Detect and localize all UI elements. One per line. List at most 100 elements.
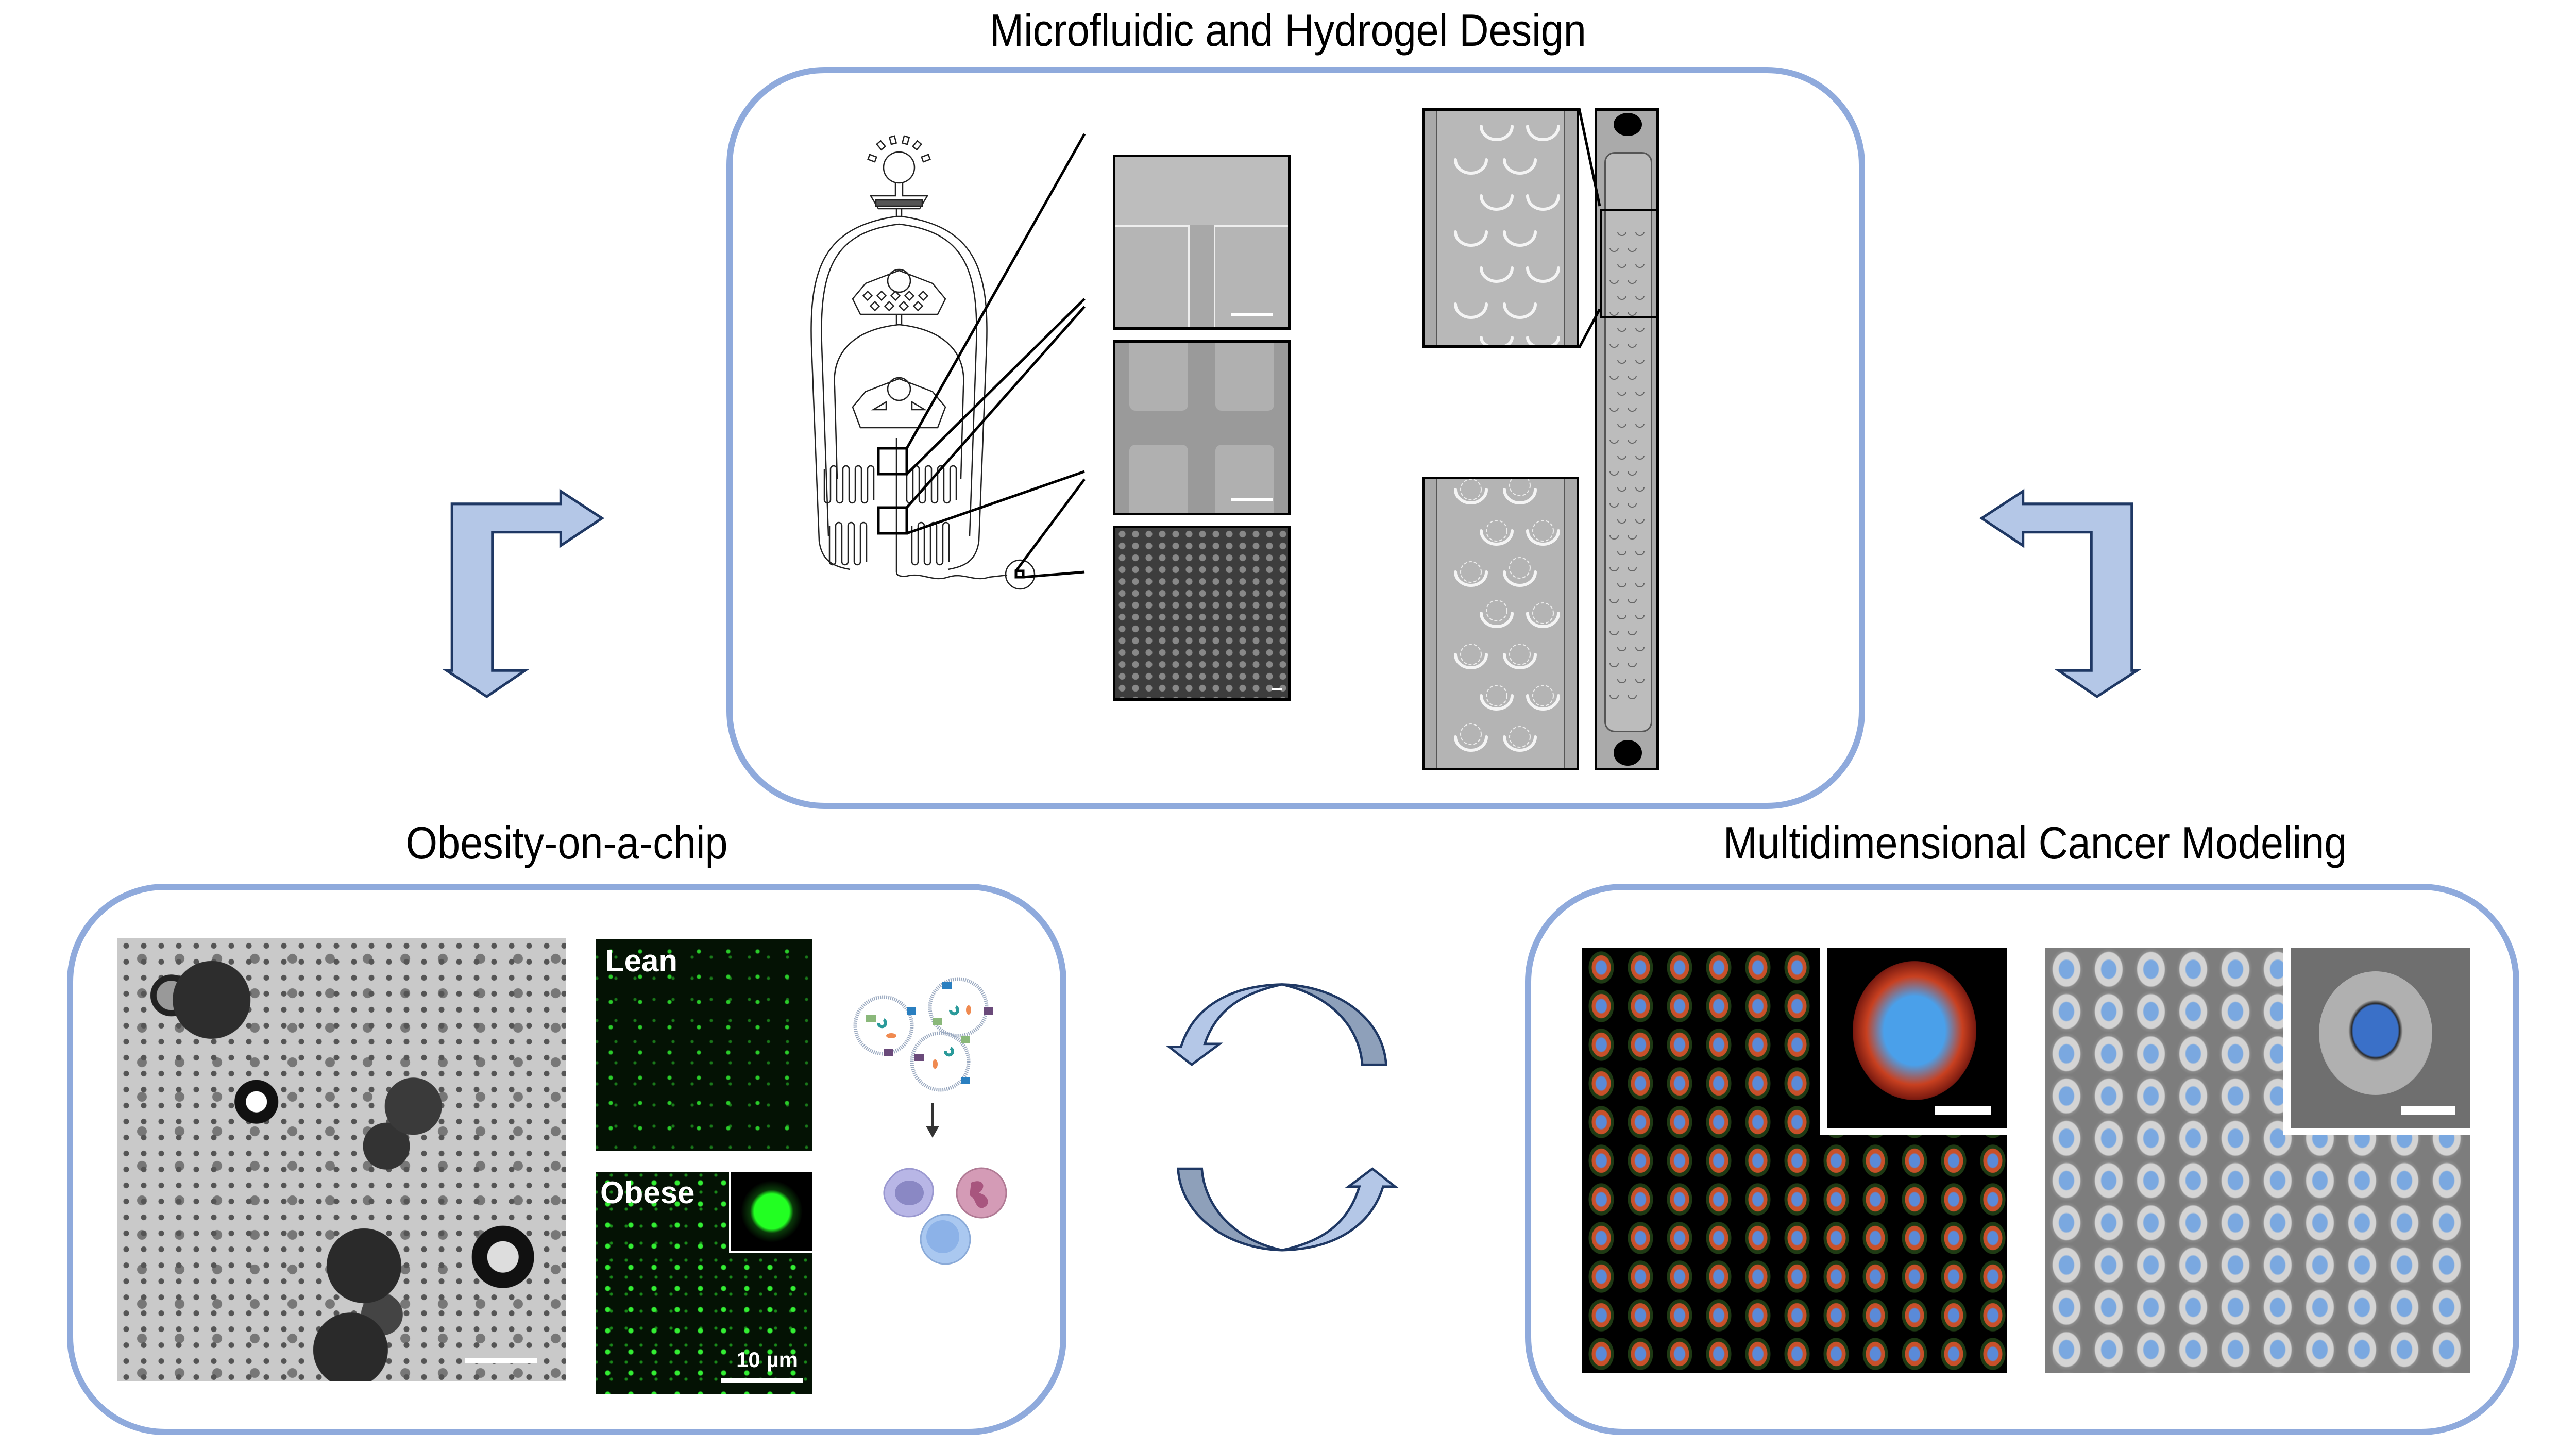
scale-bar [1231,498,1273,501]
scale-bar-label: 10 µm [736,1347,798,1372]
mini-u-trap [1617,327,1626,332]
lean-label: Lean [605,943,678,978]
micrograph-empty-u-traps [1422,108,1579,348]
mini-u-trap [1628,567,1637,571]
micrograph-adipose-tissue [117,938,566,1381]
mini-u-trap [1609,407,1619,412]
scale-bar [1231,313,1273,316]
mini-u-trap [1617,551,1626,555]
mini-u-trap [1609,247,1619,252]
mini-u-trap [1609,695,1619,699]
mini-u-trap [1617,295,1626,300]
scale-bar [2401,1106,2455,1115]
mini-u-trap [1635,455,1645,460]
mini-u-trap [1609,503,1619,508]
fluorescence-obese: Obese 10 µm [596,1172,812,1394]
outlet-port [1614,740,1642,766]
mini-u-trap [1617,615,1626,619]
zoom-box-1 [877,447,908,476]
mini-u-trap [1635,327,1645,332]
mini-u-trap [1628,311,1637,316]
mini-u-trap [1635,487,1645,492]
mini-u-trap [1628,407,1637,412]
zoom-region-box [1600,209,1656,318]
mini-u-trap [1628,599,1637,603]
mini-u-trap [1617,455,1626,460]
bent-arrow-left-down-icon [1979,488,2142,698]
mini-u-trap [1628,535,1637,540]
title-multidimensional-cancer-modeling: Multidimensional Cancer Modeling [1723,817,2347,868]
micrograph-loaded-u-traps [1422,477,1579,770]
mini-u-trap [1635,231,1645,236]
zoom-box-3 [1014,569,1025,579]
extracellular-vesicles-illustration [853,977,993,1092]
mini-u-trap [1635,391,1645,396]
mini-u-trap [1609,567,1619,571]
mini-u-trap [1628,503,1637,508]
mini-u-trap [1635,359,1645,364]
mini-u-trap [1628,439,1637,444]
mini-u-trap [1635,583,1645,587]
mini-u-trap [1635,647,1645,651]
mini-u-trap [1617,263,1626,268]
mini-u-trap [1628,663,1637,667]
mini-u-trap [1635,551,1645,555]
mini-u-trap [1628,471,1637,476]
mini-u-trap [1609,599,1619,603]
mini-u-trap [1609,471,1619,476]
micrograph-channel-cross [1113,340,1291,515]
mini-u-trap [1628,631,1637,635]
scale-bar [465,1358,537,1363]
mini-u-trap [1635,263,1645,268]
microfluidic-chip-schematic [810,133,1086,590]
vesicle-inset [729,1172,812,1253]
inlet-port [1614,113,1642,136]
micrograph-flow-focusing-junction [1113,155,1291,330]
single-microgel-brightfield-inset [2283,948,2470,1135]
mini-u-trap [1635,423,1645,428]
mini-u-trap [1635,615,1645,619]
mini-u-trap [1628,279,1637,284]
mini-u-trap [1609,663,1619,667]
bent-arrow-right-down-icon [442,488,605,698]
micrograph-packed-microgels [1113,526,1291,701]
mini-u-trap [1628,247,1637,252]
loaded-u-traps [1454,479,1560,752]
top-panel-frame [726,67,1865,809]
obese-label: Obese [600,1175,695,1210]
brightfield-microgel-array [2045,948,2470,1373]
mini-u-trap [1628,695,1637,699]
mini-u-trap [1617,583,1626,587]
micrograph-full-trap-channel [1595,108,1659,770]
mini-u-trap [1635,295,1645,300]
circular-cycle-arrows-icon [1165,983,1399,1252]
mini-u-trap [1617,231,1626,236]
title-microfluidic-hydrogel-design: Microfluidic and Hydrogel Design [990,5,1586,56]
mini-u-trap [1609,343,1619,348]
mini-u-trap [1617,391,1626,396]
mini-u-trap [1609,631,1619,635]
mini-u-trap [1635,679,1645,683]
arrow-down-icon [926,1103,939,1138]
scale-bar [1272,688,1282,690]
u-traps [1454,125,1560,345]
zoom-box-2 [877,506,908,535]
mini-u-trap [1609,311,1619,316]
mini-u-trap [1617,679,1626,683]
trap-zoom-connector [1578,108,1601,349]
scale-bar [1935,1106,1991,1115]
mini-u-trap [1617,487,1626,492]
serpentine-channels [823,465,957,566]
mini-u-trap [1609,375,1619,380]
fluorescence-microgel-array [1582,948,2007,1373]
mini-u-trap [1617,359,1626,364]
mini-u-trap [1617,423,1626,428]
mini-u-trap [1609,279,1619,284]
title-obesity-on-a-chip: Obesity-on-a-chip [405,817,728,868]
mini-u-trap [1617,647,1626,651]
fluorescence-lean: Lean [596,939,812,1151]
mini-u-trap [1609,439,1619,444]
mini-u-trap [1617,519,1626,524]
mini-u-trap [1628,375,1637,380]
inlet-pillars-top [867,135,931,163]
